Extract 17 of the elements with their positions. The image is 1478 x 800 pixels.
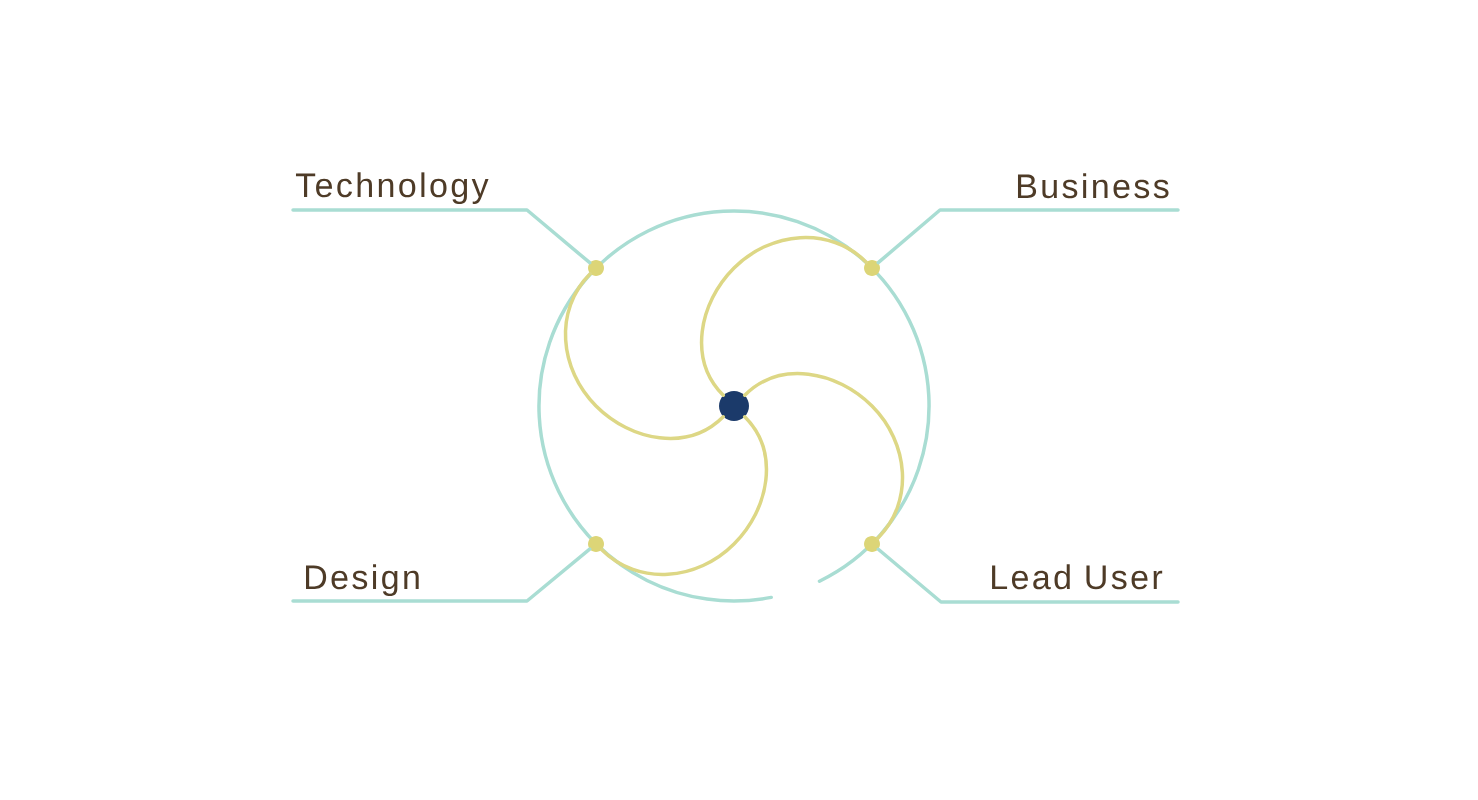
leader-line: [291, 208, 592, 265]
leader-line: [876, 208, 1180, 265]
category-label: Technology: [296, 172, 489, 205]
junction-dot: [864, 536, 880, 552]
leader-line: [291, 547, 592, 603]
category-label: Lead User: [992, 564, 1163, 590]
category-label: Design: [306, 564, 419, 597]
junction-dot: [864, 260, 880, 276]
spiral-arm: [563, 272, 725, 441]
spiral-arm: [699, 235, 868, 397]
spiral-arm: [743, 371, 905, 540]
junction-dot: [588, 536, 604, 552]
spiral-arm: [600, 415, 769, 577]
center-dot: [719, 391, 749, 421]
junction-dot: [588, 260, 604, 276]
leader-line: [876, 547, 1180, 604]
category-label: Business: [1018, 173, 1169, 199]
